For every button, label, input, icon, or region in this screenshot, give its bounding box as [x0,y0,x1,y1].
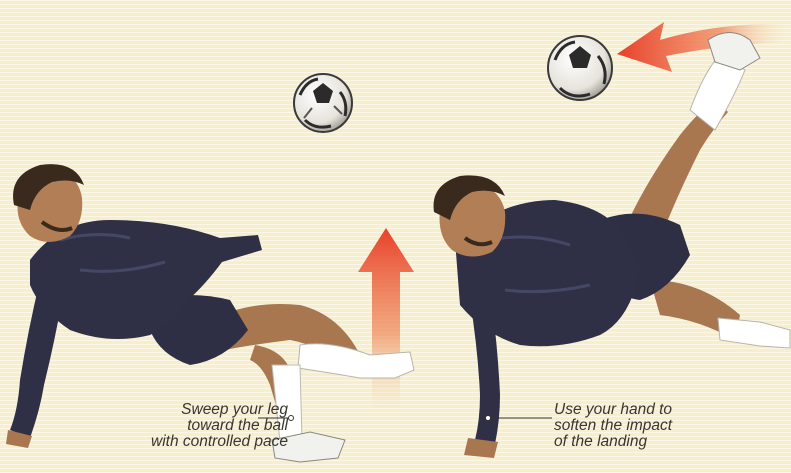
caption-right: Use your hand to soften the impact of th… [554,402,754,450]
caption-line: of the landing [554,434,754,450]
caption-line: soften the impact [554,418,754,434]
caption-line: toward the ball [60,418,288,434]
caption-line: with controlled pace [60,434,288,450]
soccer-ball-icon [548,36,612,100]
motion-arrow-icon [617,22,791,72]
soccer-ball-icon [294,74,352,132]
caption-line: Sweep your leg [60,402,288,418]
caption-left: Sweep your leg toward the ball with cont… [60,402,288,450]
right-player-figure [434,33,790,459]
caption-line: Use your hand to [554,402,754,418]
motion-arrow-icon [358,228,414,420]
